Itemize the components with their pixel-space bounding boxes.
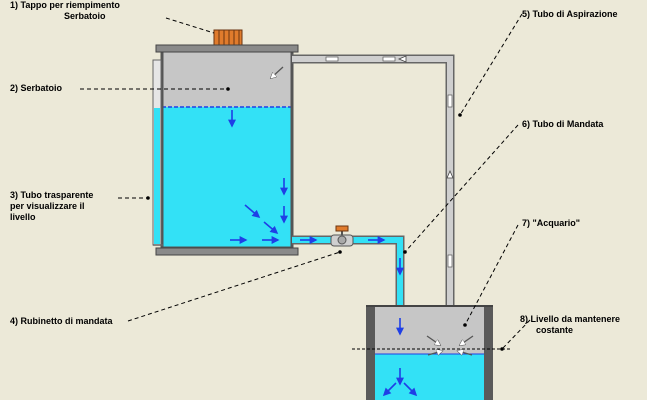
label-5-suction-pipe: 5) Tubo di Aspirazione [522, 9, 618, 19]
tank-base [155, 247, 299, 256]
label-1-filling-cap: 1) Tappo per riempimento Serbatoio [10, 0, 120, 22]
aquarium-water [374, 354, 484, 400]
level-gauge [152, 59, 163, 246]
label-1-line-1: 1) Tappo per riempimento [10, 0, 120, 10]
flow-arrows [228, 110, 418, 397]
label-8-line-1: 8) Livello da mantenere [520, 314, 621, 324]
label-7-aquarium: 7) "Acquario" [522, 218, 581, 228]
tank [155, 44, 299, 256]
suction-pipe [292, 54, 455, 340]
label-8-line-2: costante [536, 325, 574, 335]
tank-lid [155, 44, 299, 53]
label-2-tank: 2) Serbatoio [10, 83, 63, 93]
filling-cap [213, 29, 243, 47]
label-3-line-2: per visualizzare il [10, 201, 85, 211]
aquarium [366, 305, 493, 400]
delivery-valve [330, 225, 354, 247]
tank-water [162, 107, 292, 248]
label-3-line-3: livello [10, 212, 36, 222]
leader-lines [80, 13, 531, 350]
label-8-constant-level: 8) Livello da mantenere costante [520, 314, 620, 336]
label-1-line-2: Serbatoio [64, 11, 106, 21]
suction-arrows [271, 66, 474, 356]
label-4-valve: 4) Rubinetto di mandata [10, 316, 113, 326]
leader-dots [146, 87, 504, 351]
label-3-line-1: 3) Tubo trasparente [10, 190, 94, 200]
label-6-delivery-pipe: 6) Tubo di Mandata [522, 119, 604, 129]
label-3-level-tube: 3) Tubo trasparente per visualizzare il … [10, 190, 93, 223]
